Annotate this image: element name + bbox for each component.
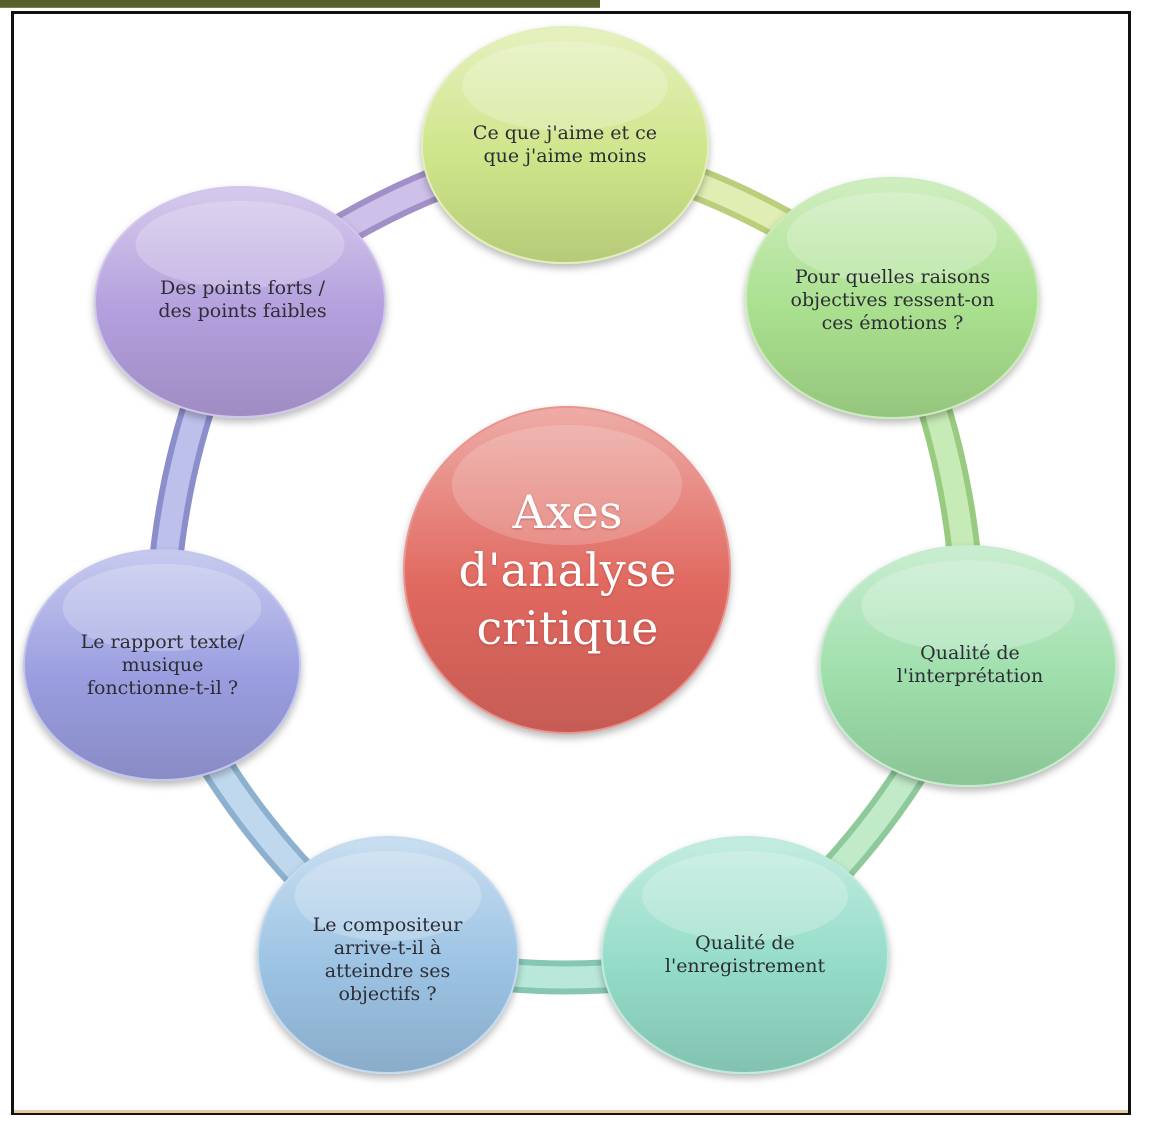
node-circle <box>257 836 519 1074</box>
node-gloss <box>62 563 262 652</box>
node-label-objective-reasons: Pour quelles raisons objectives ressent-… <box>790 265 995 334</box>
center-node-circle <box>403 406 731 734</box>
node-gloss <box>294 851 482 941</box>
node-gloss <box>786 192 998 284</box>
node-circle <box>94 186 386 418</box>
center-node-gloss <box>452 425 682 545</box>
node-label-text-music: Le rapport texte/ musique fonctionne-t-i… <box>80 630 245 699</box>
node-circle <box>421 26 709 264</box>
node-label-recording: Qualité de l'enregistrement <box>664 932 826 977</box>
node-gloss <box>135 200 345 289</box>
node-label-likes: Ce que j'aime et ce que j'aime moins <box>472 122 658 167</box>
node-label-interpretation: Qualité de l'interprétation <box>896 642 1044 687</box>
node-gloss <box>642 851 848 941</box>
node-circles <box>23 26 1117 1074</box>
node-circle <box>23 549 301 781</box>
node-circle <box>601 836 889 1074</box>
node-circle <box>819 545 1117 787</box>
node-circle <box>745 177 1039 419</box>
top-header-strip <box>0 0 600 8</box>
center-node-label: Axes d'analyse critique <box>458 485 677 655</box>
bottom-accent-strip <box>14 1110 1128 1113</box>
node-gloss <box>861 560 1075 652</box>
node-gloss <box>462 41 668 131</box>
node-label-composer-goals: Le compositeur arrive-t-il à atteindre s… <box>312 914 463 1005</box>
node-label-strengths: Des points forts / des points faibles <box>158 277 327 322</box>
